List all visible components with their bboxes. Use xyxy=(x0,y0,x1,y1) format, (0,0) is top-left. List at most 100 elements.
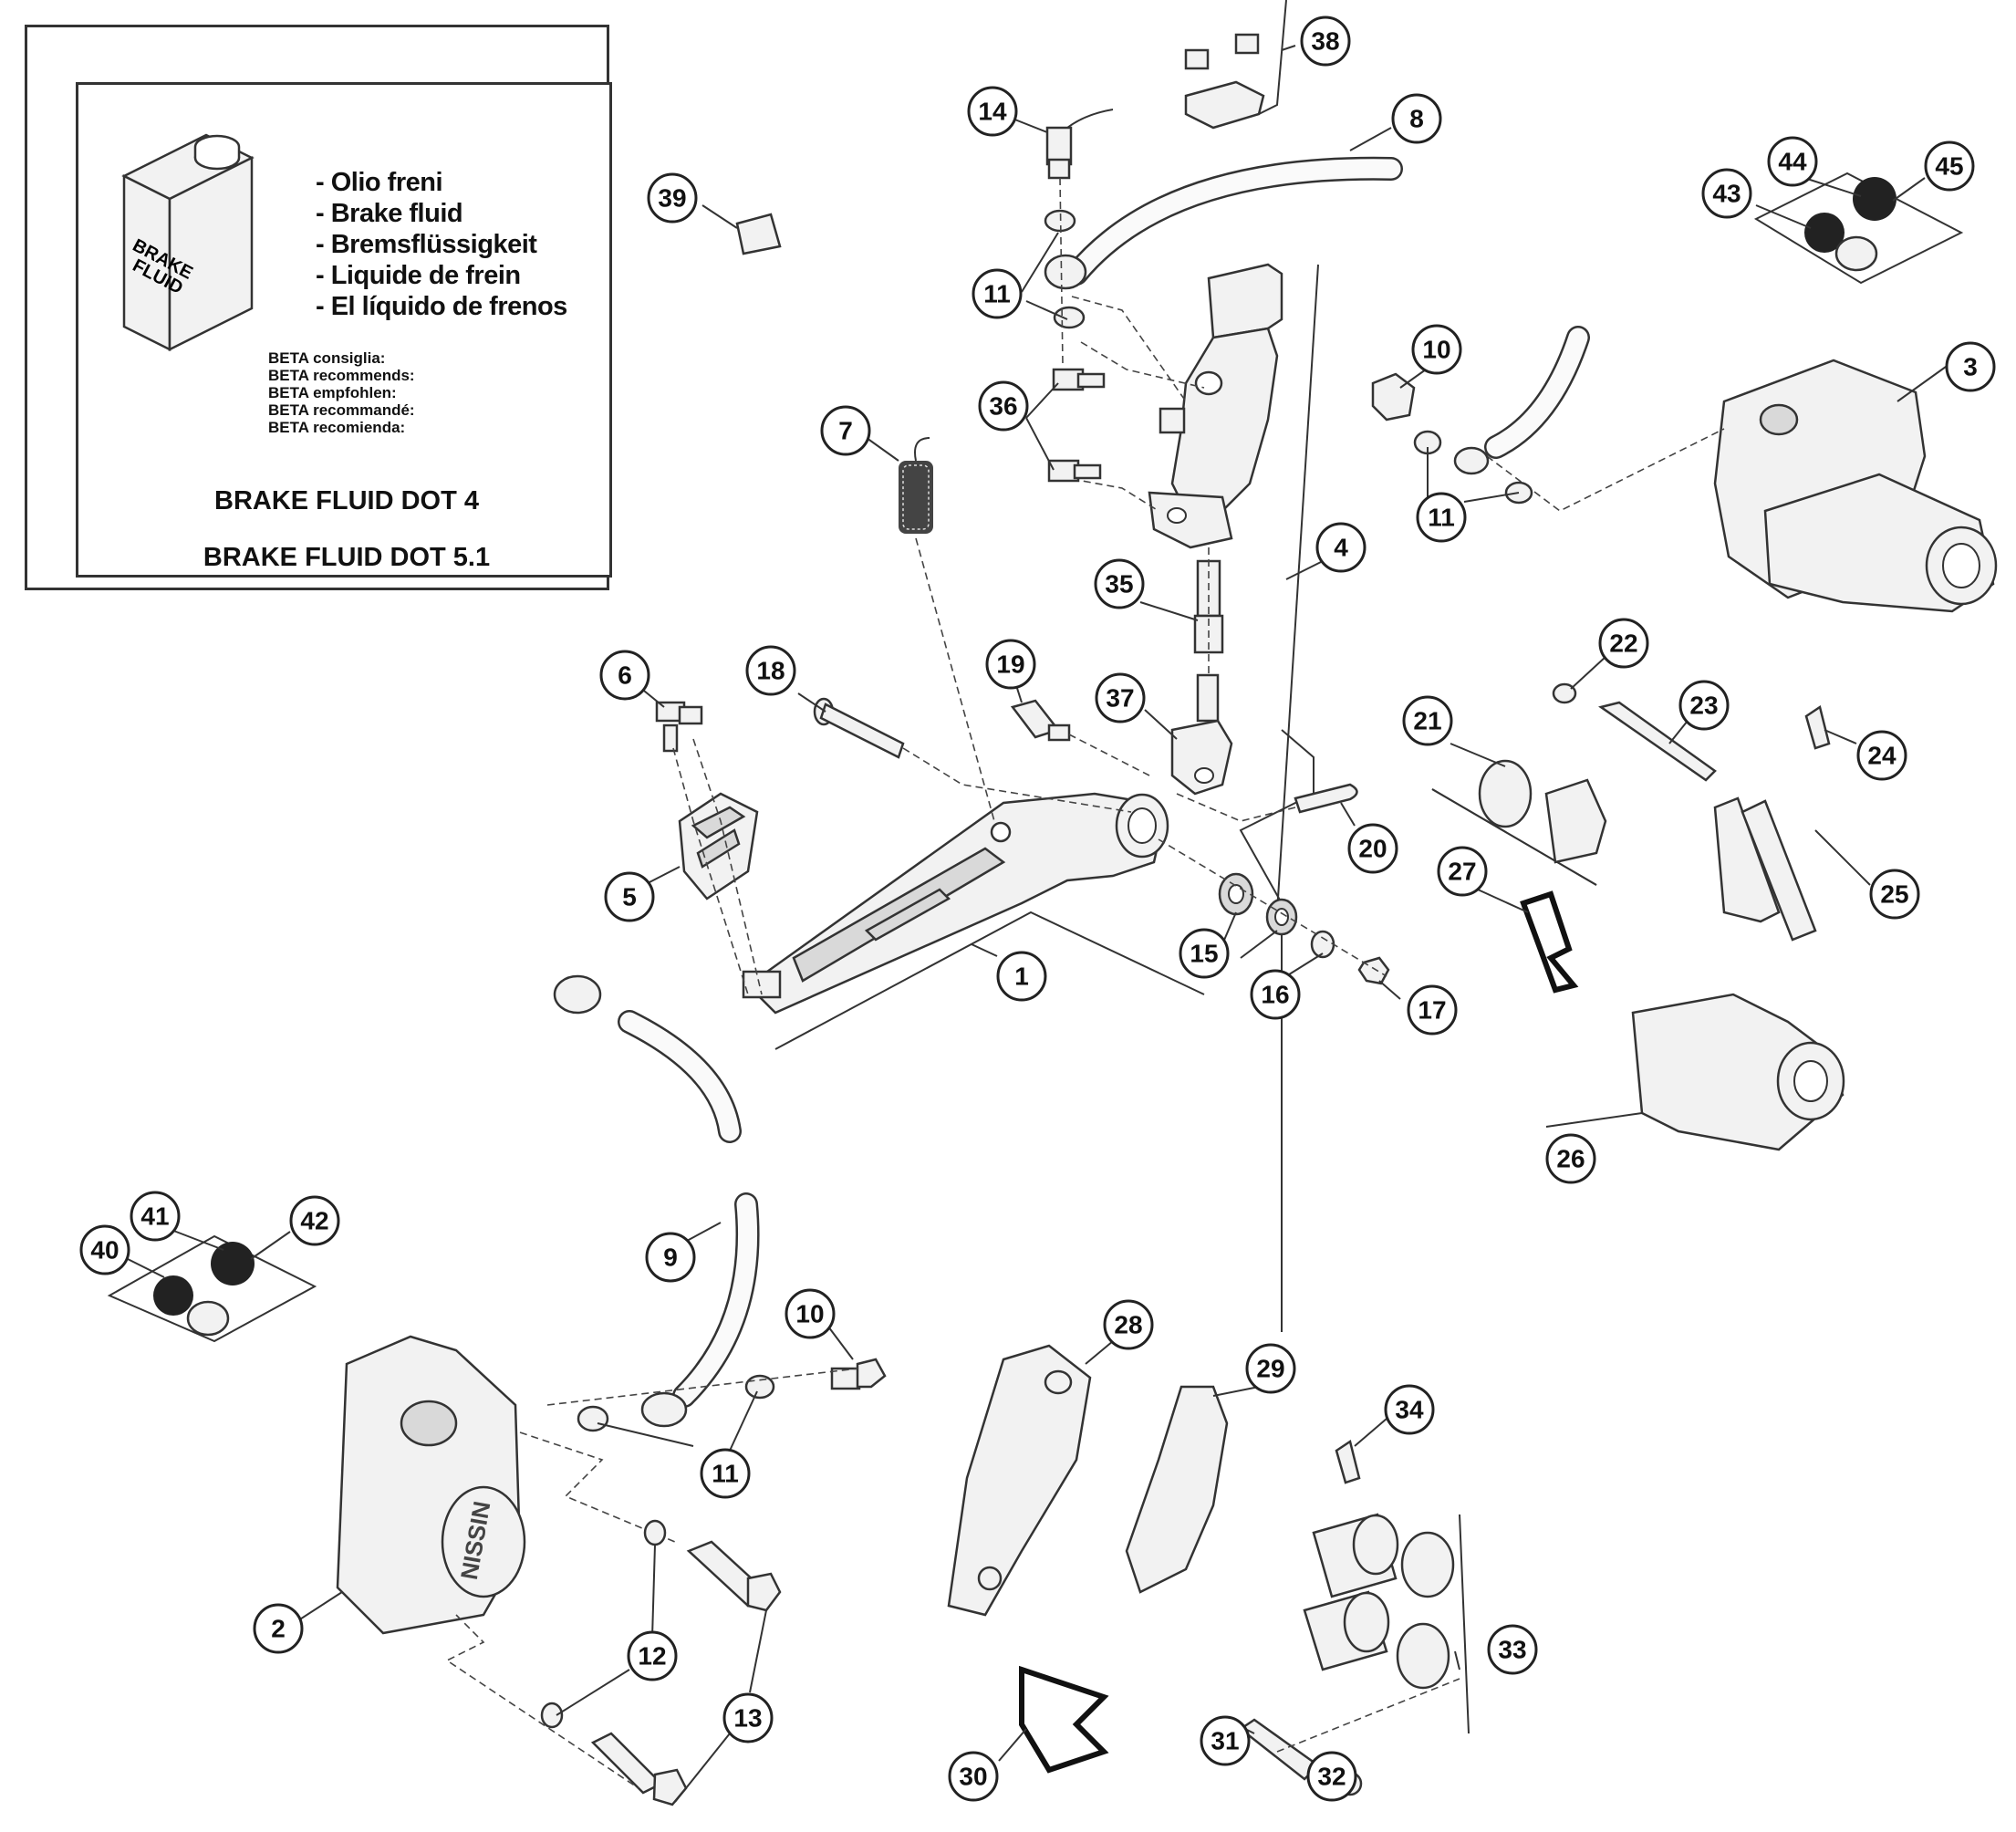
callout-24: 24 xyxy=(1856,730,1907,781)
callout-34: 34 xyxy=(1384,1384,1435,1435)
callout-28: 28 xyxy=(1103,1299,1154,1350)
svg-text:38: 38 xyxy=(1311,27,1339,56)
callout-42: 42 xyxy=(289,1195,340,1246)
brake-fluid-info-panel: BRAKE FLUID - Olio freni - Brake fluid -… xyxy=(76,82,612,578)
svg-text:2: 2 xyxy=(271,1615,286,1643)
washer-front-a xyxy=(577,1405,609,1432)
clevis xyxy=(1170,719,1233,796)
pad-spring-27 xyxy=(1520,890,1579,994)
bracket-line-1 xyxy=(774,911,1205,1050)
caliper-bracket-28 xyxy=(947,1344,1092,1617)
front-hose-lower xyxy=(640,1192,760,1428)
svg-text:34: 34 xyxy=(1395,1396,1424,1424)
callout-10b: 10 xyxy=(785,1288,836,1339)
callout-17: 17 xyxy=(1407,984,1458,1036)
callout-25: 25 xyxy=(1869,869,1920,920)
callout-3: 3 xyxy=(1945,341,1996,392)
callout-45: 45 xyxy=(1924,141,1975,192)
svg-text:23: 23 xyxy=(1689,692,1718,720)
fluid-name-french: - Liquide de frein xyxy=(316,261,521,290)
dot51-label: BRAKE FLUID DOT 5.1 xyxy=(203,543,491,572)
recommends-italian: BETA consiglia: xyxy=(268,349,386,367)
recommends-english: BETA recommends: xyxy=(268,367,415,384)
washer-front-b xyxy=(744,1374,775,1400)
front-caliper: NISSIN xyxy=(336,1335,526,1635)
brake-fluid-can-icon: BRAKE FLUID xyxy=(121,133,255,352)
callout-43: 43 xyxy=(1701,168,1752,219)
cap-22 xyxy=(1552,682,1577,704)
svg-text:7: 7 xyxy=(838,417,853,445)
caliper-bracket-26 xyxy=(1631,993,1845,1151)
pivot-pin xyxy=(813,697,905,759)
clamp-39 xyxy=(735,213,782,255)
bracket-line-4-top xyxy=(1239,729,1315,904)
callout-8: 8 xyxy=(1391,93,1442,144)
svg-text:18: 18 xyxy=(756,657,785,685)
svg-text:15: 15 xyxy=(1190,940,1218,968)
callout-11: 11 xyxy=(972,268,1023,319)
svg-text:22: 22 xyxy=(1609,630,1637,658)
callout-23: 23 xyxy=(1678,680,1730,731)
bracket-line-21 xyxy=(1431,788,1597,886)
callout-18: 18 xyxy=(745,645,796,696)
svg-text:9: 9 xyxy=(663,1244,678,1272)
callout-35: 35 xyxy=(1094,558,1145,609)
callout-44: 44 xyxy=(1767,136,1818,187)
fluid-name-spanish: - El líquido de frenos xyxy=(316,292,567,321)
fluid-name-italian: - Olio freni xyxy=(316,168,442,197)
callout-36: 36 xyxy=(978,380,1029,432)
callout-15: 15 xyxy=(1179,928,1230,979)
fluid-name-list: - Olio freni - Brake fluid - Bremsflüssi… xyxy=(316,167,567,322)
callout-16: 16 xyxy=(1250,969,1301,1020)
fluid-name-german: - Bremsflüssigkeit xyxy=(316,230,537,259)
bleeder-kit-front xyxy=(107,1234,317,1343)
callout-38: 38 xyxy=(1300,16,1351,67)
svg-text:30: 30 xyxy=(959,1763,987,1791)
svg-text:17: 17 xyxy=(1418,996,1446,1025)
cotter-pin xyxy=(1294,783,1358,814)
callout-5: 5 xyxy=(604,871,655,922)
callout-13: 13 xyxy=(722,1692,774,1744)
hose-8 xyxy=(1044,156,1403,290)
front-pad-29 xyxy=(1125,1385,1229,1594)
svg-text:11: 11 xyxy=(983,280,1011,308)
callout-12: 12 xyxy=(627,1630,678,1681)
reservoir-cover xyxy=(1184,33,1265,130)
fluid-name-english: - Brake fluid xyxy=(316,199,463,228)
svg-text:43: 43 xyxy=(1712,180,1741,208)
svg-text:33: 33 xyxy=(1498,1636,1526,1664)
svg-text:27: 27 xyxy=(1448,858,1476,886)
svg-text:45: 45 xyxy=(1935,152,1963,181)
svg-text:44: 44 xyxy=(1778,148,1807,176)
callout-22: 22 xyxy=(1598,618,1649,669)
svg-text:28: 28 xyxy=(1114,1311,1142,1339)
svg-text:21: 21 xyxy=(1413,707,1441,735)
pad-spring-30 xyxy=(1019,1665,1109,1774)
callout-10: 10 xyxy=(1411,324,1462,375)
svg-text:20: 20 xyxy=(1358,835,1387,863)
brake-pedal xyxy=(742,792,1169,1015)
callout-14: 14 xyxy=(967,86,1018,137)
svg-text:42: 42 xyxy=(300,1207,328,1235)
svg-text:11: 11 xyxy=(712,1460,739,1488)
callout-32: 32 xyxy=(1306,1751,1357,1802)
callout-20: 20 xyxy=(1347,823,1398,874)
svg-text:37: 37 xyxy=(1106,684,1134,713)
svg-text:1: 1 xyxy=(1014,963,1029,991)
svg-text:35: 35 xyxy=(1105,570,1133,599)
master-cylinder xyxy=(1148,263,1283,549)
svg-text:39: 39 xyxy=(658,184,686,213)
svg-text:32: 32 xyxy=(1317,1763,1346,1791)
svg-text:26: 26 xyxy=(1556,1145,1585,1173)
recommends-french: BETA recommandé: xyxy=(268,401,415,419)
bracket-line-33 xyxy=(1459,1514,1470,1734)
svg-text:13: 13 xyxy=(733,1704,762,1733)
svg-text:6: 6 xyxy=(618,661,632,690)
callout-4: 4 xyxy=(1315,522,1367,573)
return-spring xyxy=(899,437,933,534)
svg-text:24: 24 xyxy=(1867,742,1896,770)
callout-37: 37 xyxy=(1095,672,1146,723)
svg-text:41: 41 xyxy=(140,1202,169,1231)
svg-text:12: 12 xyxy=(638,1642,666,1671)
